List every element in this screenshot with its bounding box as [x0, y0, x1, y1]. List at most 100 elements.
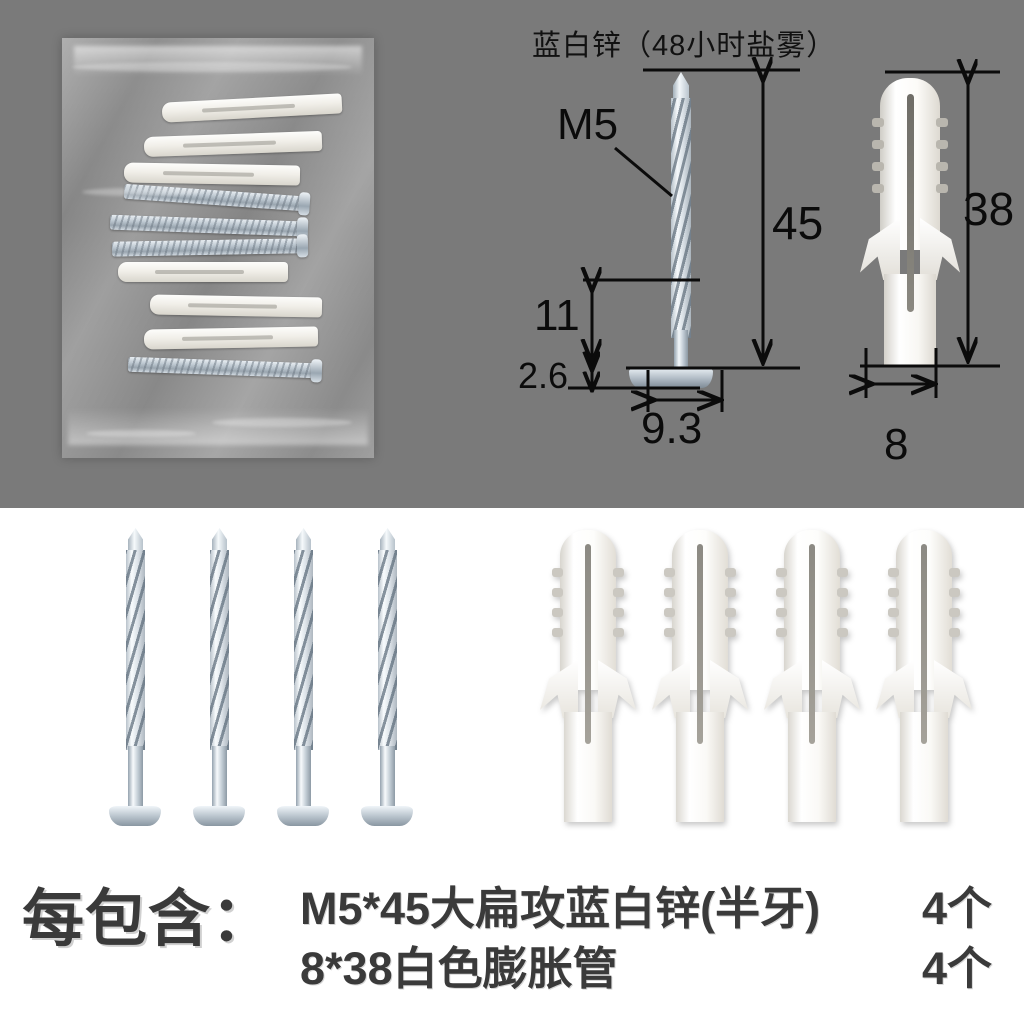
anchor-rib — [664, 568, 675, 577]
bottom-white-panel — [0, 508, 1024, 1024]
anchor-rib — [837, 628, 848, 637]
contents-row-quantity: 4个 — [922, 883, 993, 934]
screw-threaded-shank — [126, 550, 145, 750]
screw-threaded-shank — [294, 550, 313, 750]
anchor-rib — [837, 608, 848, 617]
bagged-anchor — [143, 130, 323, 158]
anchor-wing-right — [710, 660, 748, 718]
anchor-wing-right — [598, 660, 636, 718]
anchor-center-slot — [809, 544, 815, 744]
anchor-technical-drawing — [858, 78, 962, 368]
anchor-rib — [776, 568, 787, 577]
screw-threaded-shank — [671, 98, 691, 338]
anchor-center-slot — [697, 544, 703, 744]
packaging-bag-photo — [62, 38, 374, 458]
screw-tip — [673, 72, 689, 104]
screw-pan-head — [277, 806, 329, 826]
screw-pan-head — [361, 806, 413, 826]
showcase-screw — [109, 528, 161, 838]
bagged-anchor — [161, 93, 343, 123]
anchor-rib — [936, 118, 948, 127]
coating-spec-title: 蓝白锌（48小时盐雾） — [532, 30, 837, 62]
bag-wrinkle — [212, 418, 352, 427]
anchor-wing-left — [876, 660, 914, 718]
bagged-screw — [127, 356, 323, 383]
bagged-anchor — [143, 326, 319, 350]
dimension-label-head-height: 2.6 — [518, 355, 569, 396]
anchor-rib — [949, 628, 960, 637]
anchor-wings — [540, 660, 636, 718]
anchor-rib — [613, 588, 624, 597]
anchor-rib — [552, 568, 563, 577]
showcase-anchor — [876, 530, 972, 830]
showcase-anchor — [764, 530, 860, 830]
screw-pan-head — [109, 806, 161, 826]
package-contents-block: 每包含： M5*45大扁攻蓝白锌(半牙) 8*38白色膨胀管 4个 4个 — [0, 864, 1024, 994]
contents-heading: 每包含： — [22, 885, 275, 954]
screw-smooth-shank — [380, 746, 395, 812]
anchor-rib — [664, 628, 675, 637]
anchor-rib — [872, 118, 884, 127]
screw-smooth-shank — [128, 746, 143, 812]
screw-pan-head — [629, 368, 713, 388]
anchor-rib — [949, 588, 960, 597]
bag-wrinkle — [82, 188, 202, 196]
anchor-rib — [664, 608, 675, 617]
anchor-rib — [872, 162, 884, 171]
anchor-rib — [837, 588, 848, 597]
anchor-rib — [949, 568, 960, 577]
anchor-wing-left — [652, 660, 690, 718]
anchor-rib — [872, 184, 884, 193]
anchor-rib — [888, 608, 899, 617]
anchor-wing-right — [920, 218, 960, 280]
anchor-rib — [552, 628, 563, 637]
anchor-rib — [613, 608, 624, 617]
anchor-rib — [936, 162, 948, 171]
anchor-rib — [776, 608, 787, 617]
screw-tip — [380, 528, 395, 554]
showcase-screw — [361, 528, 413, 838]
anchor-rib — [888, 568, 899, 577]
screw-pan-head — [193, 806, 245, 826]
anchor-center-slot — [921, 544, 927, 744]
anchor-rib — [552, 588, 563, 597]
bagged-anchor — [149, 294, 323, 318]
screw-showcase-row — [109, 528, 448, 848]
anchor-rib — [725, 588, 736, 597]
dimension-label-screw-length: 45 — [772, 197, 824, 249]
anchor-wing-left — [540, 660, 578, 718]
bag-wrinkle — [86, 430, 196, 437]
screw-smooth-shank — [296, 746, 311, 812]
dimension-label-head-diameter: 9.3 — [641, 404, 703, 453]
showcase-anchor — [652, 530, 748, 830]
bagged-anchor — [123, 162, 301, 186]
anchor-rib — [949, 608, 960, 617]
anchor-wings — [652, 660, 748, 718]
anchor-wings — [764, 660, 860, 718]
anchor-rib — [725, 608, 736, 617]
anchor-rib — [888, 588, 899, 597]
anchor-showcase-row — [540, 530, 980, 850]
anchor-wing-left — [764, 660, 802, 718]
anchor-rib — [837, 568, 848, 577]
anchor-rib — [552, 608, 563, 617]
dimension-label-smooth-shank: 11 — [534, 291, 580, 340]
anchor-center-slot — [907, 94, 914, 312]
bag-contents — [62, 38, 374, 458]
contents-row-description: M5*45大扁攻蓝白锌(半牙) — [300, 883, 821, 934]
screw-tip — [212, 528, 227, 554]
showcase-anchor — [540, 530, 636, 830]
showcase-screw — [277, 528, 329, 838]
bagged-anchor — [118, 262, 288, 282]
anchor-rib — [613, 568, 624, 577]
screw-smooth-shank — [674, 330, 688, 378]
anchor-rib — [725, 568, 736, 577]
anchor-rib — [725, 628, 736, 637]
anchor-wing-left — [860, 218, 900, 280]
anchor-rib — [872, 140, 884, 149]
showcase-screw — [193, 528, 245, 838]
screw-tip — [296, 528, 311, 554]
anchor-rib — [776, 628, 787, 637]
dimension-label-anchor-diameter: 8 — [884, 420, 909, 469]
